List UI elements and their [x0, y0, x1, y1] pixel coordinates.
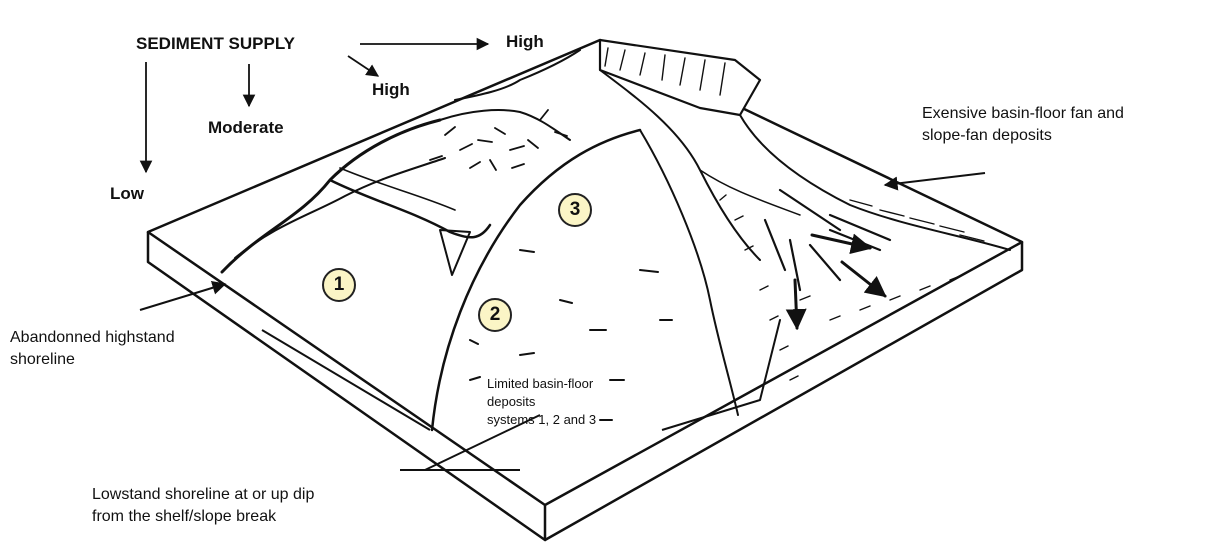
- system-2-badge: 2: [478, 298, 512, 332]
- lowstand-shoreline-label-line1: Lowstand shoreline at or up dip: [92, 485, 314, 505]
- system-3-badge: 3: [558, 193, 592, 227]
- basin-fan-label-line2: slope-fan deposits: [922, 126, 1052, 146]
- basin-fan-label-line1: Exensive basin-floor fan and: [922, 104, 1124, 124]
- supply-low-label: Low: [110, 183, 144, 204]
- abandoned-shoreline-label-line2: shoreline: [10, 350, 75, 370]
- lowstand-shoreline-label-line2: from the shelf/slope break: [92, 507, 276, 527]
- limited-deposits-label-line3: systems 1, 2 and 3: [487, 412, 596, 428]
- supply-moderate-label: Moderate: [208, 117, 284, 138]
- supply-high-right-label: High: [506, 31, 544, 52]
- sediment-supply-title: SEDIMENT SUPPLY: [136, 33, 295, 54]
- limited-deposits-label-line1: Limited basin-floor: [487, 376, 593, 392]
- limited-deposits-label-line2: deposits: [487, 394, 535, 410]
- supply-high-diag-label: High: [372, 79, 410, 100]
- abandoned-shoreline-label-line1: Abandonned highstand: [10, 328, 175, 348]
- system-1-badge: 1: [322, 268, 356, 302]
- block-outline: [148, 40, 1022, 540]
